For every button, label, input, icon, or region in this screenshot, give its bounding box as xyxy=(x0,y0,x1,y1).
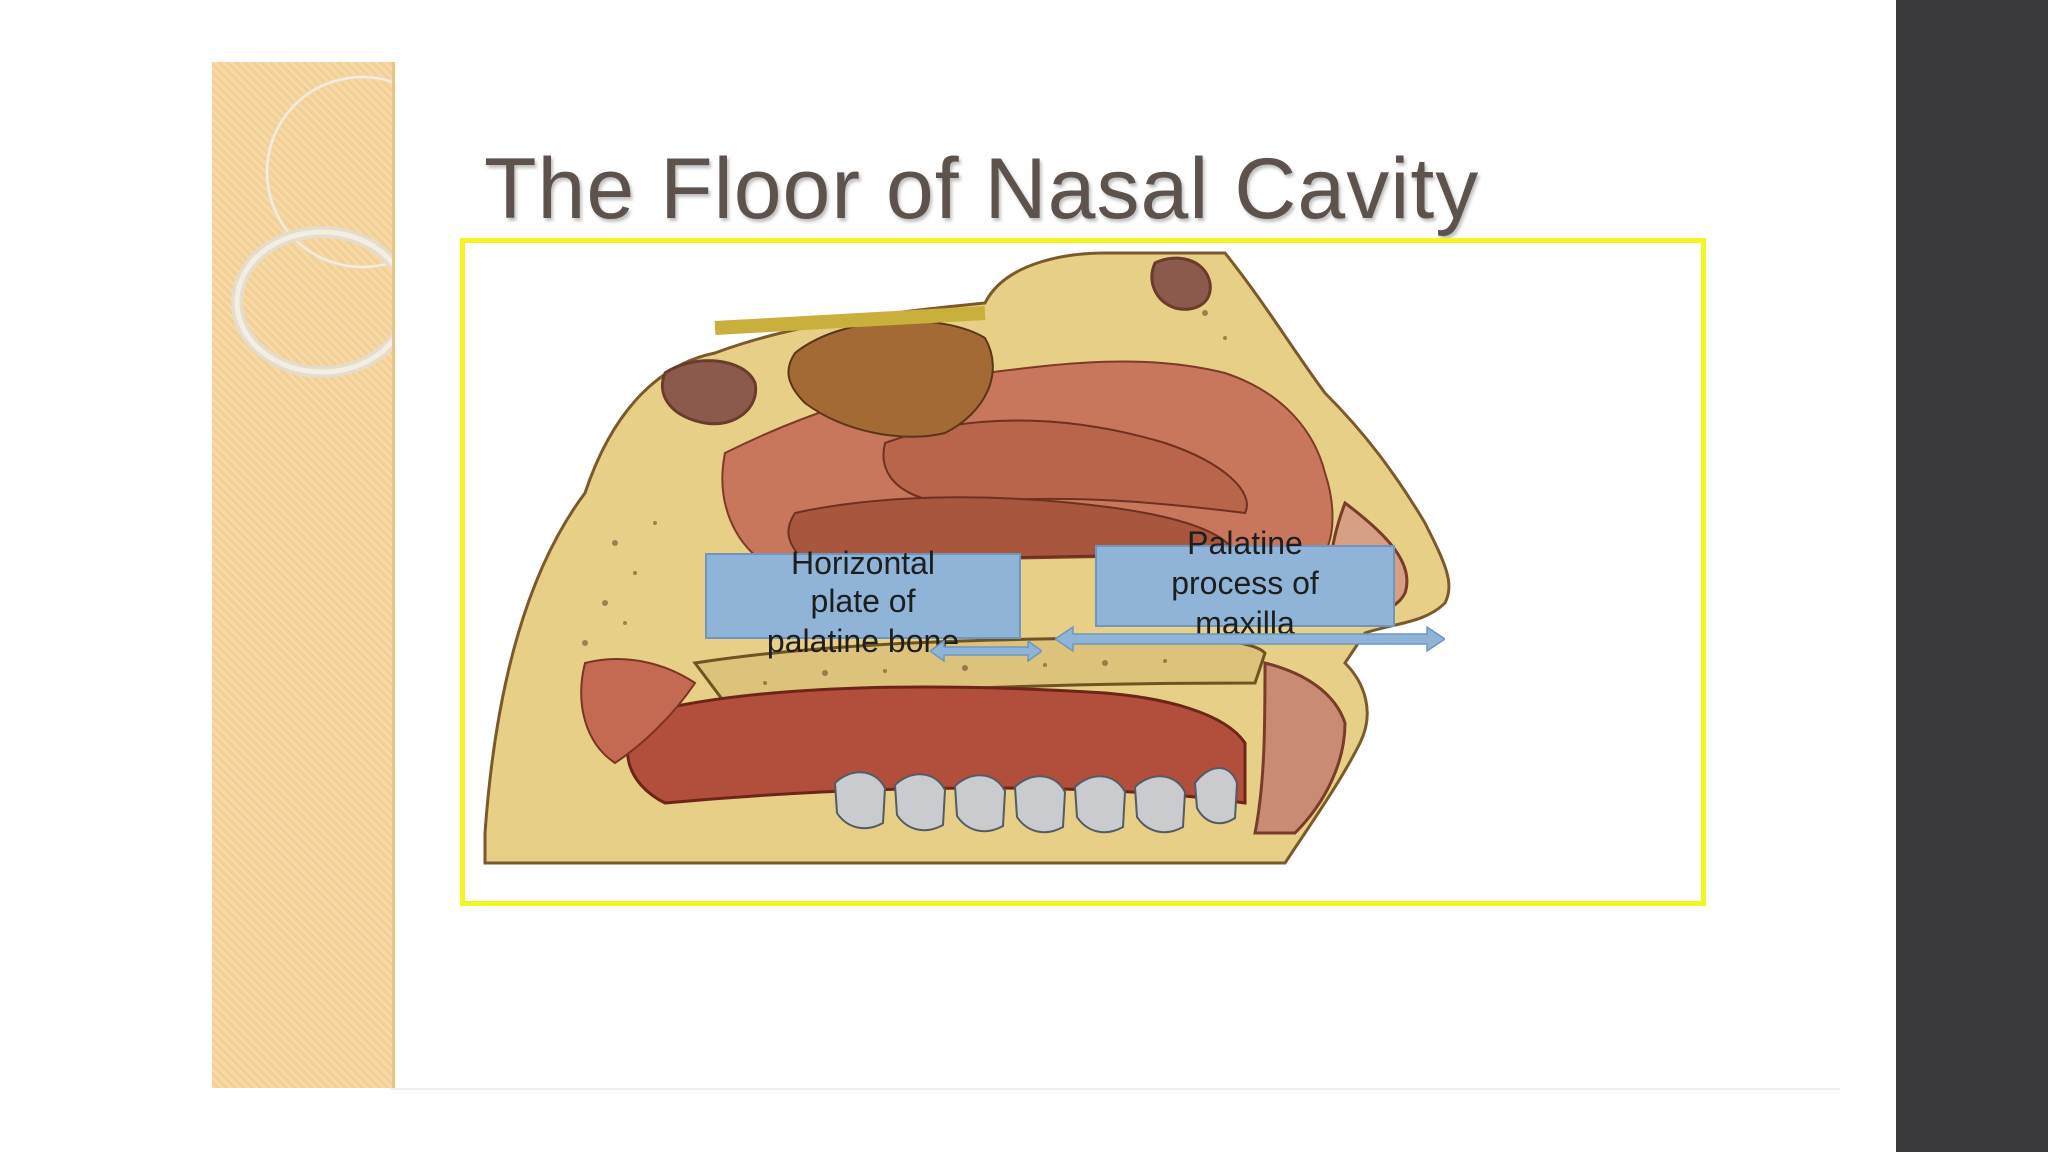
label-line: palatine bone xyxy=(766,623,960,659)
label-line: process of xyxy=(1171,565,1319,601)
slide-title: The Floor of Nasal Cavity xyxy=(484,141,1480,237)
label-line: Palatine xyxy=(1187,525,1303,561)
sphenoid-sinus xyxy=(660,359,758,426)
right-side-panel xyxy=(1896,0,2048,1152)
double-arrow-icon xyxy=(930,639,1042,663)
figure-frame: Horizontal plate of palatine bone Palati… xyxy=(460,238,1706,906)
soft-palate xyxy=(580,658,697,765)
tongue xyxy=(626,685,1247,805)
label-palatine-process: Palatine process of maxilla xyxy=(1095,525,1395,641)
cribriform-plate xyxy=(714,306,986,335)
label-horizontal-plate: Horizontal plate of palatine bone xyxy=(705,545,1021,659)
upper-lip xyxy=(1253,661,1347,835)
label-line: Horizontal xyxy=(790,545,936,581)
decorative-rings-icon xyxy=(231,75,392,378)
double-arrow-icon xyxy=(1055,625,1445,653)
bone-texture xyxy=(582,310,1227,685)
teeth-row xyxy=(833,767,1239,834)
decorative-side-band xyxy=(212,62,395,1088)
nasal-cavity-illustration xyxy=(483,251,1451,865)
slide-bottom-edge xyxy=(390,1088,1840,1090)
frontal-sinus xyxy=(1150,256,1212,311)
label-line: plate of xyxy=(810,583,916,619)
